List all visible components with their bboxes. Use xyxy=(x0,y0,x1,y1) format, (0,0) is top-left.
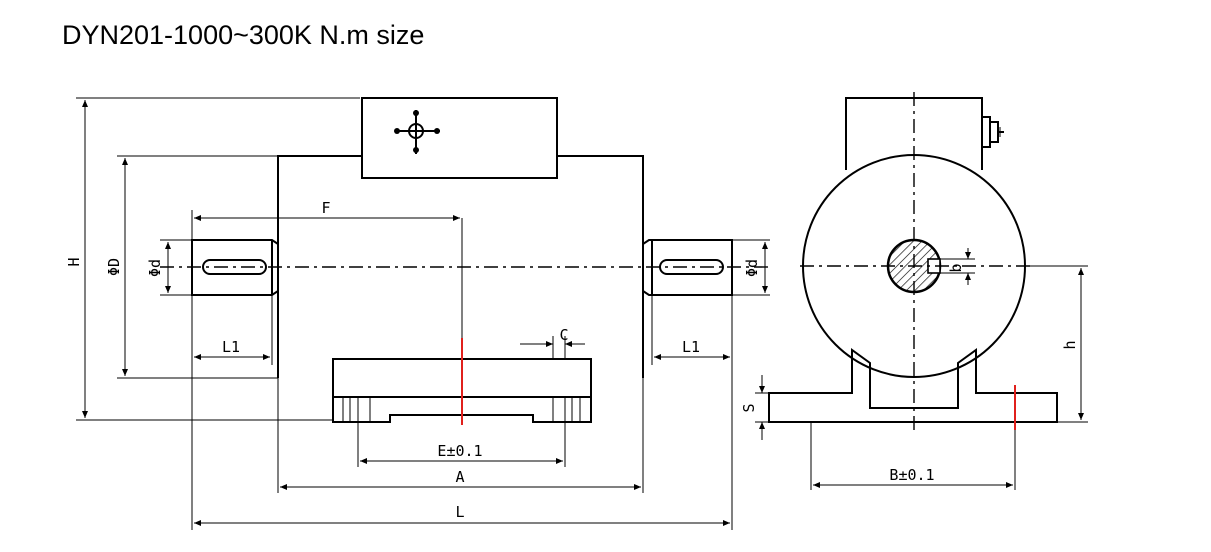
label-phid-right: Φd xyxy=(743,259,761,277)
left-keyway xyxy=(202,259,267,275)
junction-box xyxy=(361,97,558,179)
connector-icon xyxy=(394,110,440,154)
terminal-icon xyxy=(981,116,1004,148)
diagram-title: DYN201-1000~300K N.m size xyxy=(62,20,425,50)
end-base xyxy=(768,348,1058,423)
label-H: H xyxy=(65,257,83,266)
label-phiD: ΦD xyxy=(105,258,123,276)
label-A: A xyxy=(455,468,464,486)
label-E: E±0.1 xyxy=(437,442,482,460)
end-view: b S h B±0.1 xyxy=(740,92,1088,490)
label-B: B±0.1 xyxy=(889,466,934,484)
label-phid-left: Φd xyxy=(146,259,164,277)
label-h: h xyxy=(1061,340,1079,349)
label-L: L xyxy=(455,503,464,521)
label-S: S xyxy=(740,403,758,412)
label-L1-right: L1 xyxy=(682,338,700,356)
label-C: C xyxy=(559,326,568,344)
label-L1-left: L1 xyxy=(222,338,240,356)
label-b: b xyxy=(947,263,965,272)
side-view: H ΦD Φd Φd F L1 L1 C xyxy=(65,97,770,530)
label-F: F xyxy=(321,199,330,217)
